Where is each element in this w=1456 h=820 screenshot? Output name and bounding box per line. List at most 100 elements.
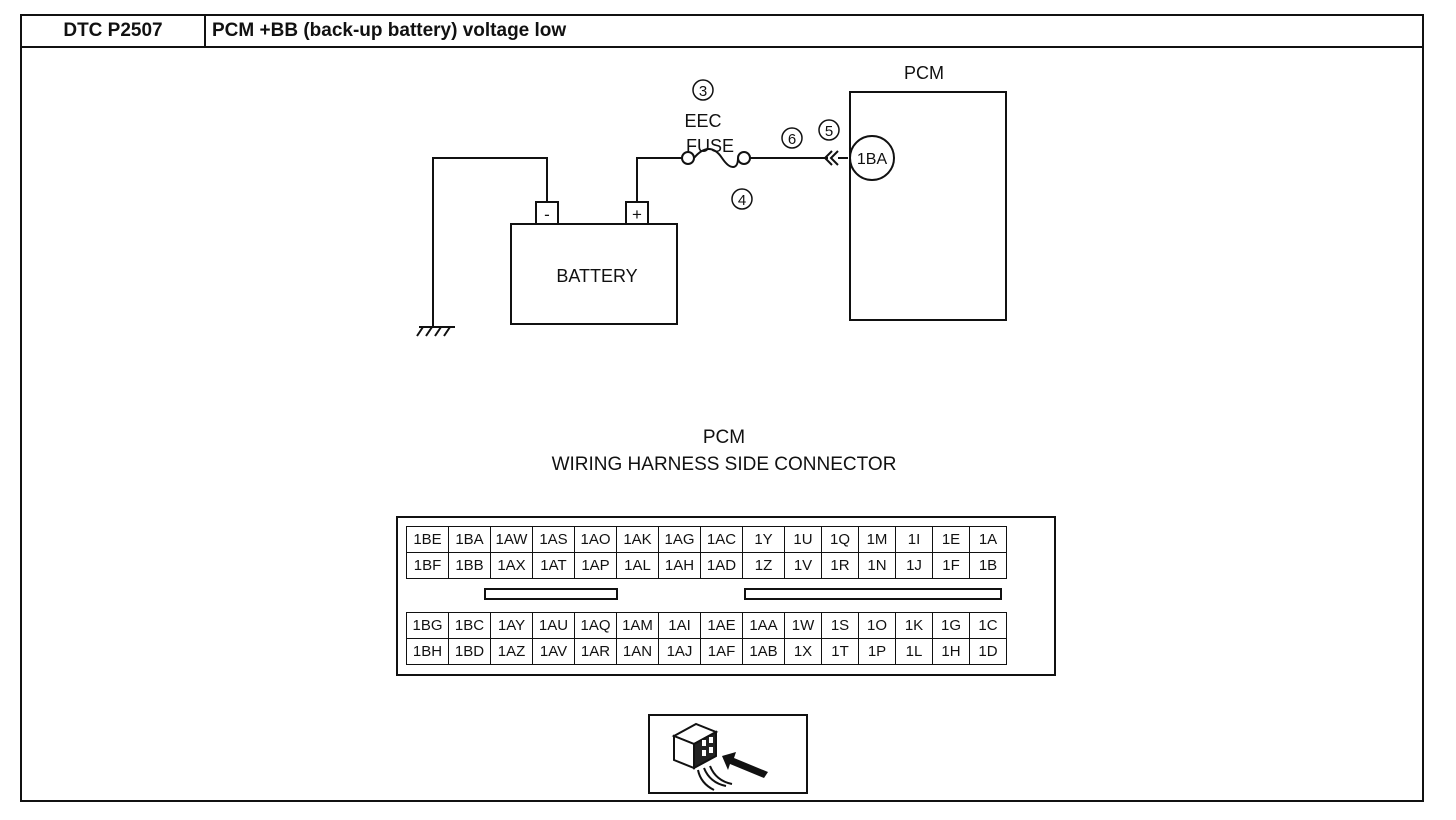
fuse-label-line1: EEC xyxy=(684,111,721,131)
callout-4-circle xyxy=(731,188,753,210)
connector-pin: 1N xyxy=(858,552,896,579)
connector-pin: 1AH xyxy=(658,552,701,579)
connector-pin: 1F xyxy=(932,552,970,579)
connector-pin: 1AX xyxy=(490,552,533,579)
callout-3: 3 xyxy=(699,83,707,100)
connector-pin: 1AD xyxy=(700,552,743,579)
connector-key-right xyxy=(744,588,1002,600)
connector-pin: 1AK xyxy=(616,526,659,553)
connector-pin: 1R xyxy=(821,552,859,579)
connector-pin: 1O xyxy=(858,612,896,639)
pcm-box xyxy=(849,91,1007,321)
connector-pin: 1A xyxy=(969,526,1007,553)
connector-pin: 1BA xyxy=(448,526,491,553)
connector-pin: 1H xyxy=(932,638,970,665)
diagram-frame: DTC P2507 PCM +BB (back-up battery) volt… xyxy=(20,14,1424,802)
connector-pin: 1C xyxy=(969,612,1007,639)
pcm-terminal xyxy=(849,135,895,181)
connector-pin: 1AY xyxy=(490,612,533,639)
connector-pin: 1AS xyxy=(532,526,575,553)
connector-pin: 1AW xyxy=(490,526,533,553)
connector-pin: 1AR xyxy=(574,638,617,665)
connector-pin: 1J xyxy=(895,552,933,579)
connector-pin: 1AO xyxy=(574,526,617,553)
connector-pin: 1X xyxy=(784,638,822,665)
connector-pin: 1D xyxy=(969,638,1007,665)
connector-pin: 1B xyxy=(969,552,1007,579)
connector-pin: 1AC xyxy=(700,526,743,553)
connector-probe-icon-box xyxy=(648,714,808,794)
connector-pin: 1E xyxy=(932,526,970,553)
connector-pin: 1AF xyxy=(700,638,743,665)
battery-positive-symbol: + xyxy=(632,205,642,224)
dtc-code: DTC P2507 xyxy=(22,16,206,46)
header: DTC P2507 PCM +BB (back-up battery) volt… xyxy=(22,16,1422,48)
connector-pin: 1L xyxy=(895,638,933,665)
connector-pin: 1AM xyxy=(616,612,659,639)
battery xyxy=(510,223,678,325)
connector-pin: 1Z xyxy=(742,552,785,579)
connector-pin: 1I xyxy=(895,526,933,553)
connector-pin: 1M xyxy=(858,526,896,553)
connector-pin: 1AN xyxy=(616,638,659,665)
connector-pin: 1T xyxy=(821,638,859,665)
connector-pin: 1BD xyxy=(448,638,491,665)
pcm-label: PCM xyxy=(904,63,944,83)
connector-pin: 1AU xyxy=(532,612,575,639)
connector-pin: 1V xyxy=(784,552,822,579)
connector-pin: 1AV xyxy=(532,638,575,665)
connector-pin: 1AZ xyxy=(490,638,533,665)
dtc-title: PCM +BB (back-up battery) voltage low xyxy=(212,20,567,41)
connector-pin: 1BH xyxy=(406,638,449,665)
connector-pin: 1AJ xyxy=(658,638,701,665)
connector-pin: 1AA xyxy=(742,612,785,639)
fuse-label-line2: FUSE xyxy=(686,136,734,156)
connector-pin: 1K xyxy=(895,612,933,639)
connector-pin: 1AL xyxy=(616,552,659,579)
callout-5: 5 xyxy=(825,123,833,140)
battery-label: BATTERY xyxy=(556,266,637,286)
connector-pin: 1W xyxy=(784,612,822,639)
connector-chevron-icon xyxy=(823,150,848,166)
connector-pin: 1AT xyxy=(532,552,575,579)
connector-pin: 1AG xyxy=(658,526,701,553)
battery-positive-wire xyxy=(636,157,682,202)
connector-pin: 1U xyxy=(784,526,822,553)
connector-pin: 1BE xyxy=(406,526,449,553)
connector-pin: 1G xyxy=(932,612,970,639)
fuse-icon xyxy=(681,148,751,168)
connector-pin: 1BF xyxy=(406,552,449,579)
connector-probe-icon xyxy=(671,722,768,791)
connector-pin: 1AI xyxy=(658,612,701,639)
ground-wire xyxy=(432,157,548,326)
connector-pin: 1BB xyxy=(448,552,491,579)
callout-6-circle xyxy=(781,127,803,149)
connector-pin: 1AQ xyxy=(574,612,617,639)
connector-pin: 1S xyxy=(821,612,859,639)
callout-5-circle xyxy=(818,119,840,141)
connector-caption-line2: WIRING HARNESS SIDE CONNECTOR xyxy=(551,454,897,475)
connector-pin: 1Y xyxy=(742,526,785,553)
connector-pin: 1P xyxy=(858,638,896,665)
ground-icon xyxy=(416,326,455,337)
connector-pin: 1AE xyxy=(700,612,743,639)
callout-4: 4 xyxy=(738,192,746,209)
connector-caption-line1: PCM xyxy=(702,427,746,448)
circuit-schematic: - + BATTERY EEC FUSE 3 4 6 5 xyxy=(416,63,1007,337)
connector-pin: 1Q xyxy=(821,526,859,553)
callout-3-circle xyxy=(692,79,714,101)
battery-negative-symbol: - xyxy=(544,205,550,224)
battery-negative-terminal xyxy=(535,201,559,225)
connector-key-left xyxy=(484,588,618,600)
callout-6: 6 xyxy=(788,131,796,148)
connector-pin: 1BG xyxy=(406,612,449,639)
connector-pin: 1AB xyxy=(742,638,785,665)
pcm-terminal-label: 1BA xyxy=(857,151,888,168)
connector-pin: 1AP xyxy=(574,552,617,579)
connector-pin: 1BC xyxy=(448,612,491,639)
